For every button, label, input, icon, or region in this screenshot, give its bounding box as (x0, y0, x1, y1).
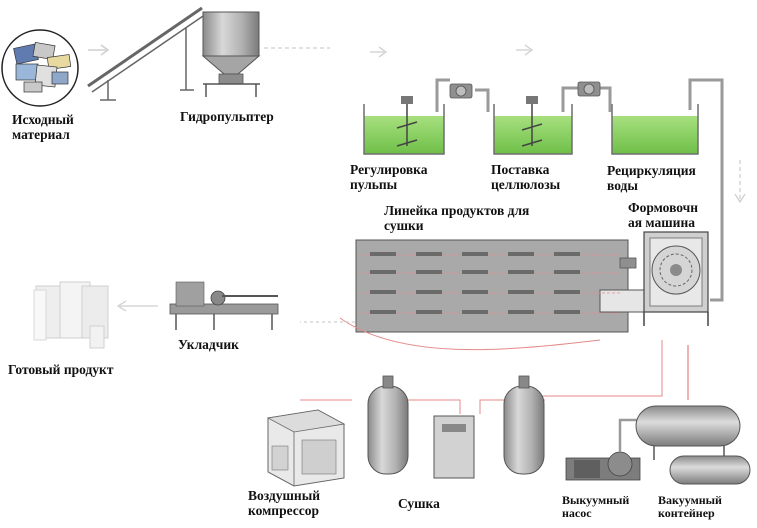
tray (416, 310, 442, 314)
water-recirculation-tank (611, 104, 699, 155)
drying-line (355, 239, 645, 333)
tray (462, 310, 488, 314)
tray (370, 270, 396, 274)
dryer-label: Сушка (398, 496, 440, 511)
forming-machine (619, 231, 709, 326)
vacuum-container-label: Вакуумный контейнер (658, 493, 722, 520)
air-receiver-tank (503, 375, 545, 475)
air-compressor (266, 409, 346, 487)
raw-material-icon (1, 29, 79, 107)
vacuum-container (635, 405, 741, 460)
hydropulper-label: Гидропульптер (180, 109, 274, 124)
tray (462, 252, 488, 256)
flow-arrow (264, 44, 534, 58)
tray (508, 290, 534, 294)
air-pipe (300, 317, 663, 414)
tray (554, 290, 580, 294)
hydropulper (201, 11, 261, 97)
flow-arrow (687, 160, 746, 400)
pulp-regulation-tank (363, 96, 445, 155)
tray (370, 290, 396, 294)
tray (508, 252, 534, 256)
tray (462, 270, 488, 274)
tray (508, 270, 534, 274)
raw-material-label: Исходный материал (12, 112, 74, 142)
tray (370, 310, 396, 314)
tray (370, 252, 396, 256)
tray (462, 290, 488, 294)
tray (554, 252, 580, 256)
flow-arrow (116, 300, 355, 323)
drying-trays (362, 252, 622, 314)
vacuum-pump (565, 418, 641, 481)
conveyor-belt (87, 6, 207, 101)
transfer-pipes (435, 78, 724, 302)
tray (554, 270, 580, 274)
pulp-supply-label: Поставка целлюлозы (491, 162, 561, 192)
flow-arrow (88, 44, 110, 56)
air-receiver-tank (367, 375, 409, 475)
stacker (169, 281, 279, 330)
pulp-regulation-label: Регулировка пульпы (350, 162, 428, 192)
tray (508, 310, 534, 314)
air-compressor-label: Воздушный компрессор (248, 488, 321, 518)
tray (416, 252, 442, 256)
drying-line-label: Линейка продуктов для сушки (384, 203, 530, 233)
tray (416, 270, 442, 274)
forming-machine-label: Формовочн ая машина (628, 200, 699, 230)
air-dryer-unit (433, 415, 475, 479)
vacuum-container (669, 455, 751, 485)
pump-icon (577, 81, 601, 97)
tray (416, 290, 442, 294)
stacker-label: Укладчик (178, 337, 239, 352)
tray (554, 310, 580, 314)
pulp-supply-tank (493, 96, 573, 155)
pump-icon (449, 83, 473, 99)
finished-product-label: Готовый продукт (8, 362, 114, 377)
finished-product-stack (33, 281, 109, 349)
vacuum-pump-label: Выкуумный насос (562, 493, 630, 520)
water-recirculation-label: Рециркуляция воды (607, 163, 696, 193)
